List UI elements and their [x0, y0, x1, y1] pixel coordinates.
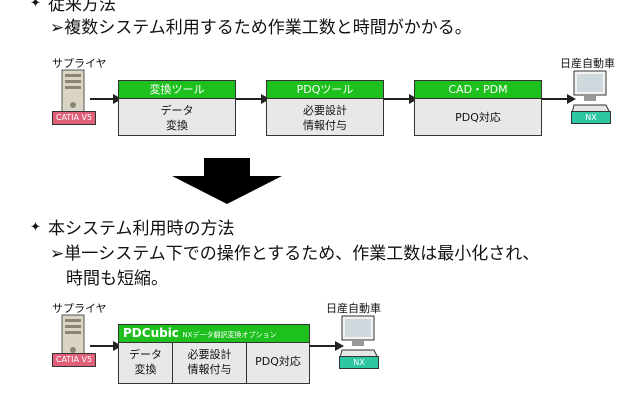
- process-box-line: データ: [160, 104, 194, 117]
- flow-arrow: [90, 98, 114, 100]
- section2-point-line2: 時間も短縮。: [66, 269, 168, 289]
- flow-arrow: [542, 98, 568, 100]
- oem-computer-icon: [572, 70, 611, 114]
- flow-arrow: [90, 345, 114, 347]
- oem-label: 日産自動車: [326, 302, 381, 315]
- pdcubic-title: PDCubic: [123, 326, 179, 340]
- flow-arrow: [236, 98, 262, 100]
- catia-badge: CATIA V5: [52, 111, 96, 125]
- nx-badge: NX: [339, 356, 379, 369]
- supplier-label: サプライヤ: [52, 57, 107, 70]
- flow-arrowhead: [261, 94, 270, 104]
- flow-arrow: [310, 345, 336, 347]
- flow-arrowhead: [335, 341, 344, 351]
- oem-label: 日産自動車: [560, 57, 615, 70]
- pdcubic-box: PDCubic NXデータ翻訳変換オプション データ 変換 必要設計 情報付与 …: [118, 324, 310, 384]
- flow-arrowhead: [567, 94, 576, 104]
- process-box-line: 変換: [166, 119, 188, 132]
- arrow-bullet-icon: ➢: [50, 244, 65, 264]
- catia-badge: CATIA V5: [52, 353, 96, 367]
- pdcubic-cell: PDQ対応: [255, 355, 301, 368]
- section1-point: ➢複数システム利用するため作業工数と時間がかかる。: [50, 18, 472, 38]
- section2-point-line1: ➢単一システム下での操作とするため、作業工数は最小化され、: [50, 244, 540, 264]
- nx-badge: NX: [571, 111, 611, 124]
- pdcubic-cell: データ 変換: [119, 343, 173, 383]
- process-box-head: 変換ツール: [119, 81, 235, 99]
- flow-arrow: [384, 98, 410, 100]
- process-box-head: CAD・PDM: [415, 81, 541, 99]
- pdcubic-cell: 必要設計 情報付与: [173, 343, 247, 383]
- section1-title: 従来方法: [48, 0, 116, 15]
- flow-arrowhead: [113, 341, 122, 351]
- down-arrow-icon: [172, 158, 282, 204]
- diamond-bullet-icon: ✦: [30, 0, 41, 11]
- process-box-head: PDQツール: [267, 81, 383, 99]
- supplier-label: サプライヤ: [52, 302, 107, 315]
- process-box-convert: 変換ツール データ 変換: [118, 80, 236, 136]
- pdcubic-subtitle: NXデータ翻訳変換オプション: [182, 331, 277, 339]
- oem-computer-icon: [340, 315, 379, 359]
- process-box-line: 必要設計: [303, 104, 347, 117]
- supplier-computer-icon: [61, 69, 85, 115]
- section2-title: 本システム利用時の方法: [48, 219, 235, 239]
- diamond-bullet-icon: ✦: [30, 220, 41, 235]
- process-box-cad-pdm: CAD・PDM PDQ対応: [414, 80, 542, 136]
- flow-arrowhead: [409, 94, 418, 104]
- process-box-line: PDQ対応: [455, 111, 501, 124]
- flow-arrowhead: [113, 94, 122, 104]
- process-box-pdq-tool: PDQツール 必要設計 情報付与: [266, 80, 384, 136]
- arrow-bullet-icon: ➢: [50, 18, 65, 38]
- process-box-line: 情報付与: [303, 119, 347, 132]
